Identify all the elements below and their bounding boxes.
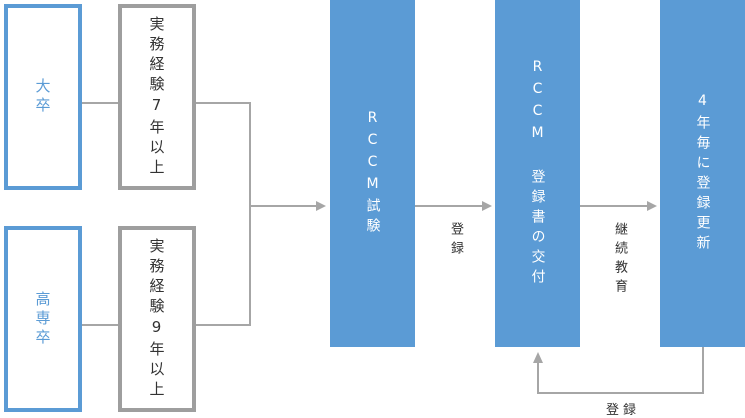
node-experience-9-years-label: 実務経験9年以上 (147, 237, 166, 401)
node-renewal-every-4-years: 4年毎に登録更新 (660, 0, 745, 347)
node-college-graduate: 高専卒 (4, 226, 82, 412)
node-certificate-issuance: RCCM 登録書の交付 (495, 0, 580, 347)
node-experience-7-years-label: 実務経験7年以上 (147, 15, 166, 179)
line-renew-loop-back (537, 347, 704, 394)
node-experience-9-years: 実務経験9年以上 (118, 226, 196, 412)
node-certificate-issuance-label: RCCM 登録書の交付 (529, 58, 546, 289)
edge-label-register-back: 登録 (606, 403, 641, 418)
node-renewal-every-4-years-label: 4年毎に登録更新 (694, 92, 711, 255)
line-exp7-to-junction (196, 102, 251, 326)
arrowhead-cert (482, 201, 492, 211)
node-experience-7-years: 実務経験7年以上 (118, 4, 196, 190)
edge-label-continuing-education: 継続教育 (612, 222, 627, 298)
node-rccm-exam-label: RCCM試験 (364, 109, 381, 238)
node-rccm-exam: RCCM試験 (330, 0, 415, 347)
arrowhead-loop-up (533, 352, 543, 363)
node-university-graduate: 大卒 (4, 4, 82, 190)
node-college-graduate-label: 高専卒 (33, 290, 52, 348)
arrowhead-exam (316, 201, 326, 211)
edge-label-register: 登録 (448, 222, 463, 260)
node-university-graduate-label: 大卒 (33, 78, 52, 116)
arrowhead-renew (647, 201, 657, 211)
